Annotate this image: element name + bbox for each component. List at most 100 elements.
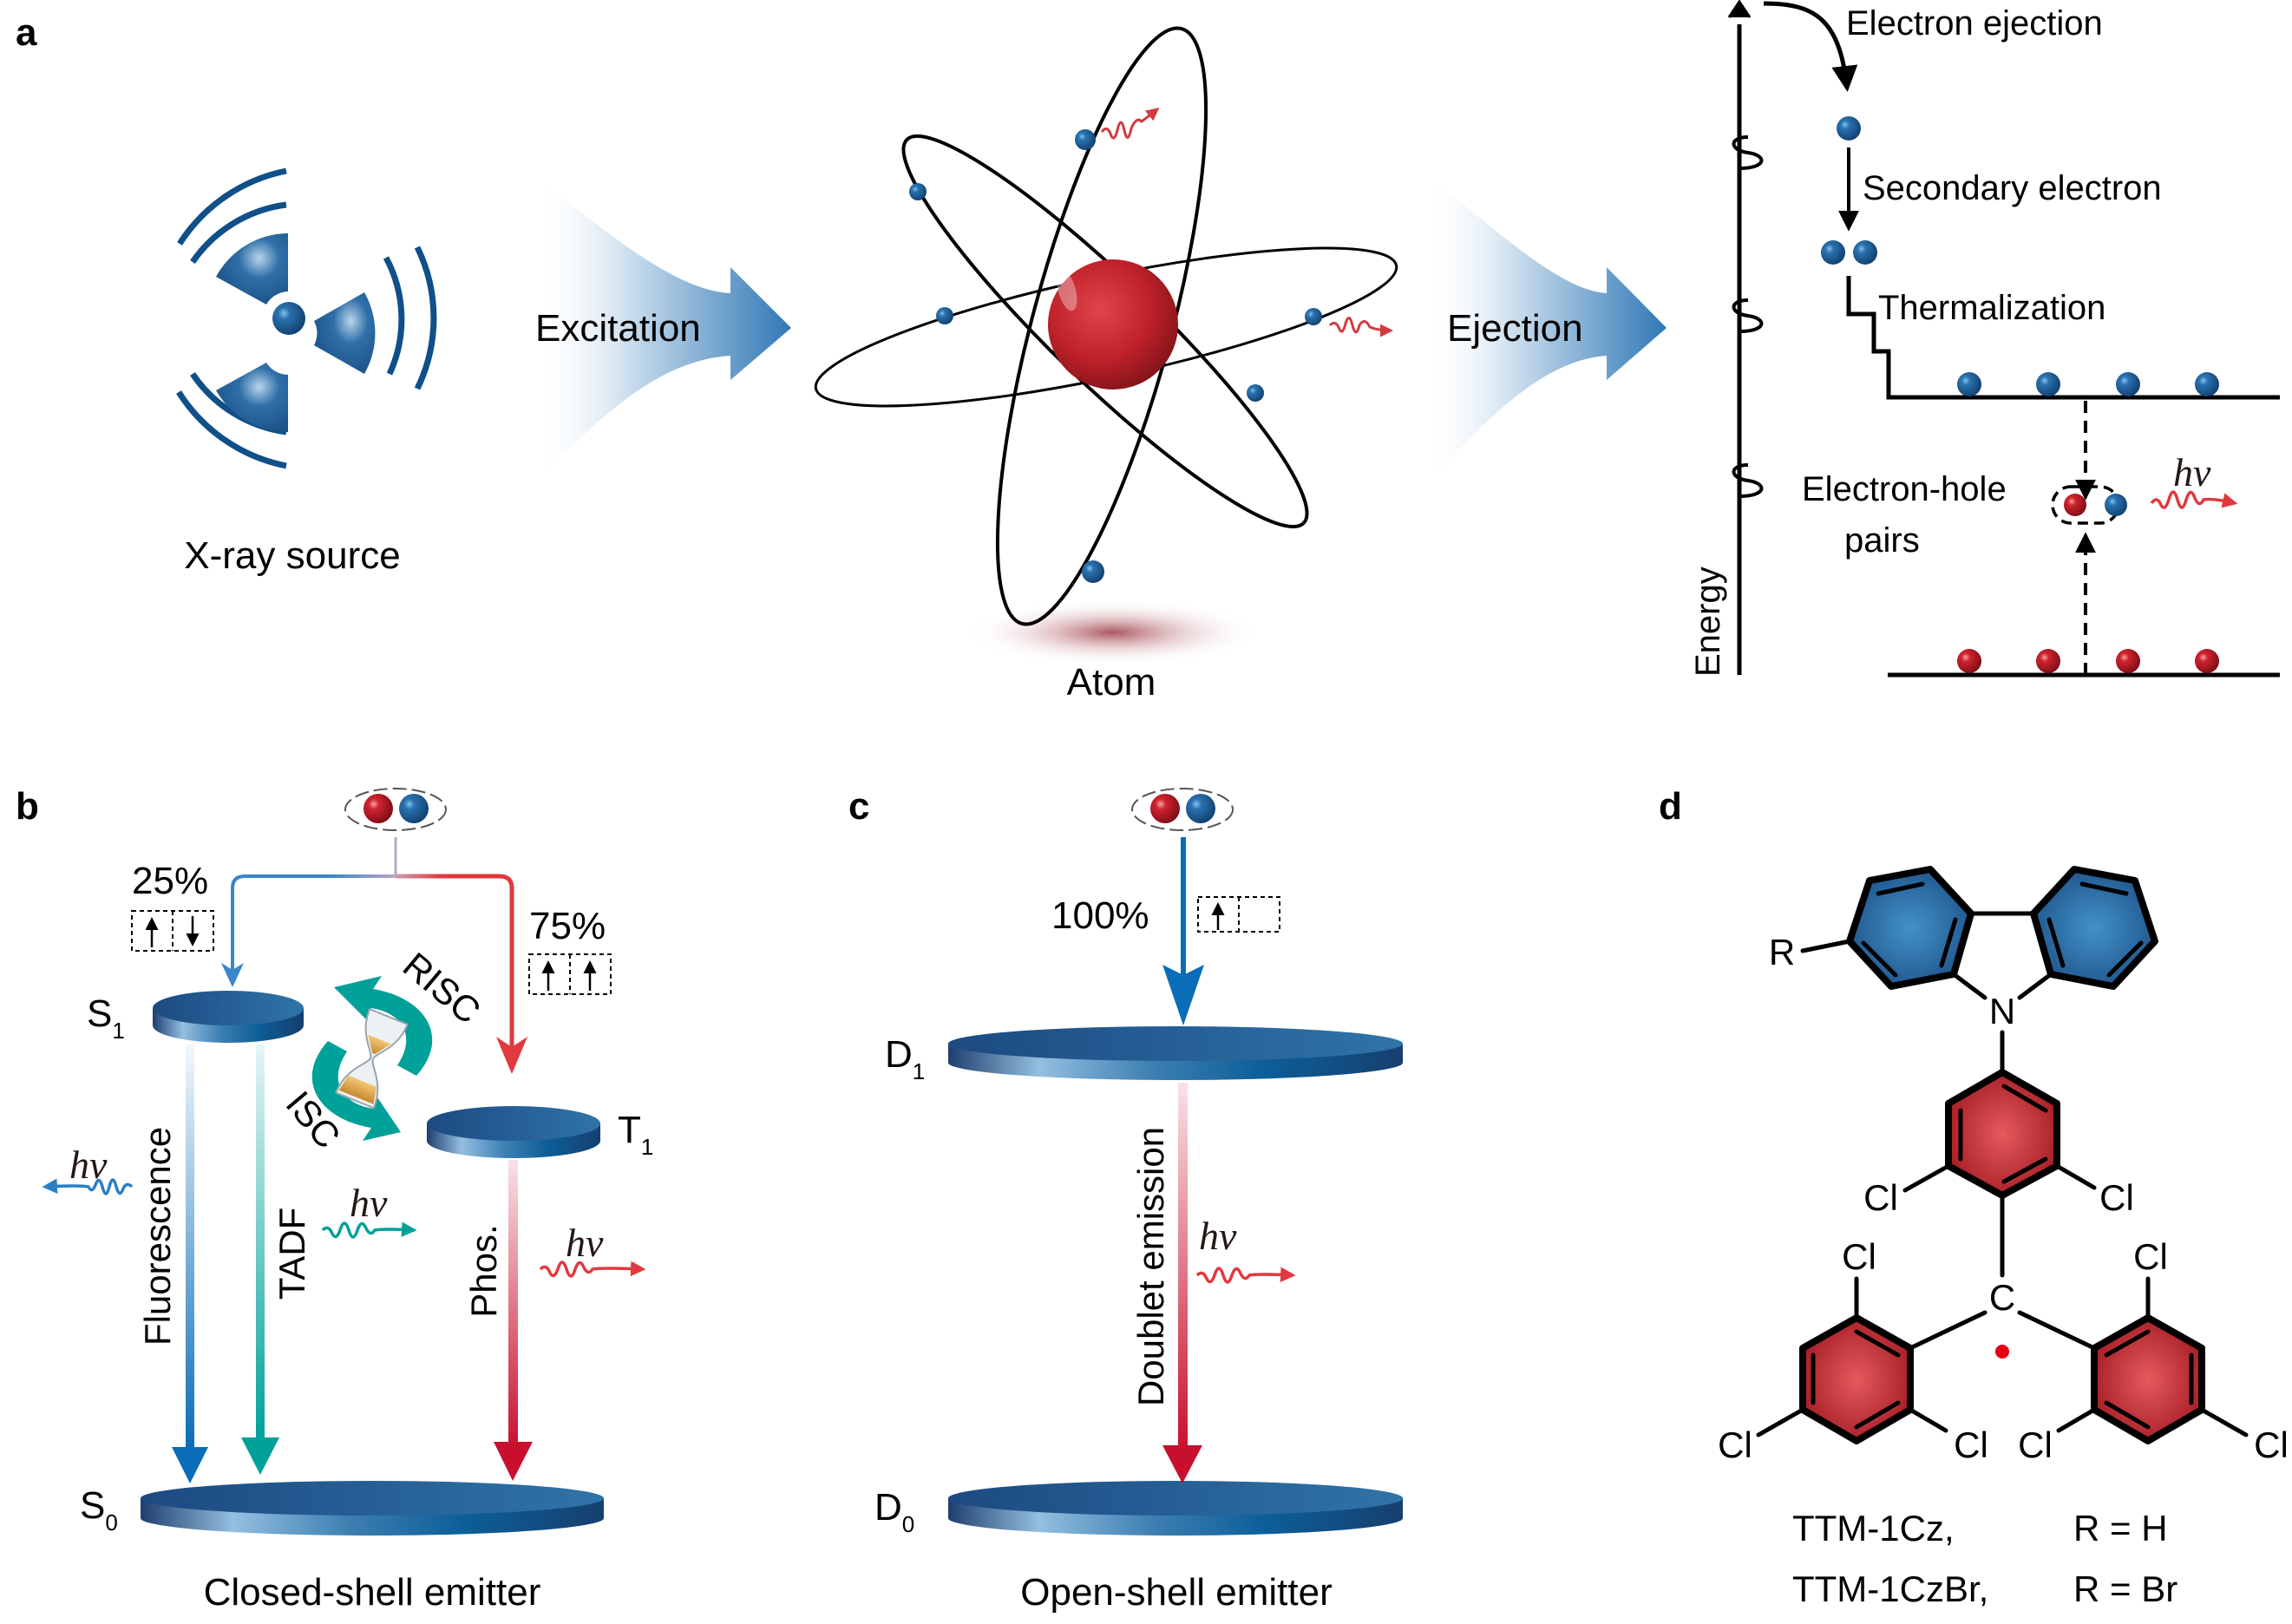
electron [2105,494,2127,516]
photon-label: hν [566,1221,604,1265]
energy-axis-arrowhead [1727,0,1752,18]
singlet-arrowhead [221,963,244,987]
ejection-arrow [1425,174,1667,486]
s1-level-disc [153,991,304,1043]
panel-letter-d: d [1659,785,1682,828]
conduction-electrons [1957,372,2219,396]
electron [1821,240,1845,265]
fluorescence-arrowhead [172,1447,208,1483]
photon-label: hν [69,1143,108,1187]
hole [2116,649,2140,673]
panel-b: b 25% 75% S1 [16,785,653,1614]
radical-carbon-label: C [1989,1277,2015,1318]
cl-label: Cl [2099,1177,2134,1218]
hole [2036,649,2060,673]
excitation-arrow [534,174,791,486]
atom-label: Atom [1067,661,1156,704]
singlet-spin-box [131,910,214,952]
s0-label: S0 [80,1484,118,1536]
open-shell-caption: Open-shell emitter [1020,1571,1332,1614]
radiation-icon [176,167,437,469]
valence-holes [1957,649,2219,673]
cl-label: Cl [1954,1424,1988,1465]
electron [1853,240,1877,265]
phos-label: Phos. [463,1224,504,1317]
doublet-emission-arrowhead [1162,1445,1202,1483]
hourglass-icon [334,1007,409,1110]
conduction-level [1846,276,2280,400]
tadf-arrowhead [241,1437,279,1475]
photon-label: hν [2173,450,2211,494]
triplet-fraction: 75% [529,905,606,947]
excitation-label: Excitation [535,307,701,350]
electron [1247,384,1264,402]
d0-label: D0 [874,1486,914,1537]
electron [1305,308,1322,325]
t1-level-disc [427,1106,600,1158]
doublet-fraction: 100% [1051,894,1149,937]
isc-risc-cycle-icon [311,976,433,1141]
triplet-spin-box [528,953,612,995]
hole [2064,494,2086,516]
compound-substituent: R = H [2073,1508,2168,1549]
nitrogen-label: N [1989,991,2015,1031]
ejection-curve-arrow [1763,1,1858,92]
compound-name: TTM-1Cz, [1792,1508,1955,1549]
fluorescence-label: Fluorescence [137,1127,178,1346]
compound-legend: TTM-1Cz, R = H TTM-1CzBr, R = Br [1792,1508,2177,1609]
electron [2036,372,2060,396]
t1-label: T1 [618,1109,653,1160]
panel-letter-c: c [848,785,869,828]
cl-label: Cl [1718,1424,1752,1465]
photon-wave-icon [1195,1267,1296,1284]
radical-dot [1995,1345,2009,1359]
phenyl-ring-bottom-right [2091,1314,2205,1444]
phenyl-ring-bottom-left [1799,1314,1914,1444]
doublet-excitation-arrowhead [1162,965,1204,1025]
d0-level-disc [948,1481,1403,1536]
atom-illustration [814,26,1398,665]
d1-level-disc [948,1026,1403,1080]
photon-wave-icon [1100,108,1160,140]
tadf-arrow [256,1044,265,1440]
tadf-label: TADF [272,1208,312,1300]
electron [2195,372,2219,396]
cl-label: Cl [1842,1236,1876,1277]
electron [909,183,927,200]
electron-hole-label: Electron-hole [1802,470,2007,508]
thermalization-label: Thermalization [1878,289,2105,327]
atom-electrons [909,129,1322,583]
photon-wave-icon [1328,317,1393,337]
electron [1075,129,1096,150]
closed-shell-caption: Closed-shell emitter [204,1571,541,1614]
fluorescence-arrow [186,1044,194,1449]
photon-label: hν [350,1181,388,1225]
r-substituent-label: R [1769,932,1795,972]
s1-label: S1 [87,992,125,1044]
doublet-emission-label: Doublet emission [1130,1127,1171,1406]
panel-letter-b: b [16,785,39,828]
secondary-electron-label: Secondary electron [1863,169,2162,207]
nucleus [1048,259,1178,390]
d1-label: D1 [885,1033,925,1084]
atom-shadow [966,599,1261,665]
cl-label: Cl [2254,1424,2289,1465]
energy-diagram: Electron ejection Secondary electron The… [1689,0,2280,678]
doublet-spin-box [1197,896,1280,933]
hole [2195,649,2219,673]
electron [1957,372,1981,396]
photon-wave-icon [2150,490,2238,509]
electron [1082,560,1104,583]
phenyl-ring-top [1945,1069,2060,1199]
axis-break-icons [1732,135,1764,498]
electron [936,307,953,324]
hole [1957,649,1981,673]
xray-source-label: X-ray source [184,534,400,577]
compound-substituent: R = Br [2073,1568,2177,1609]
electron [1837,116,1861,141]
triplet-arrowhead [496,1037,527,1074]
photon-wave-icon [42,1178,134,1195]
cl-label: Cl [2018,1424,2053,1465]
pairs-label: pairs [1844,521,1920,560]
